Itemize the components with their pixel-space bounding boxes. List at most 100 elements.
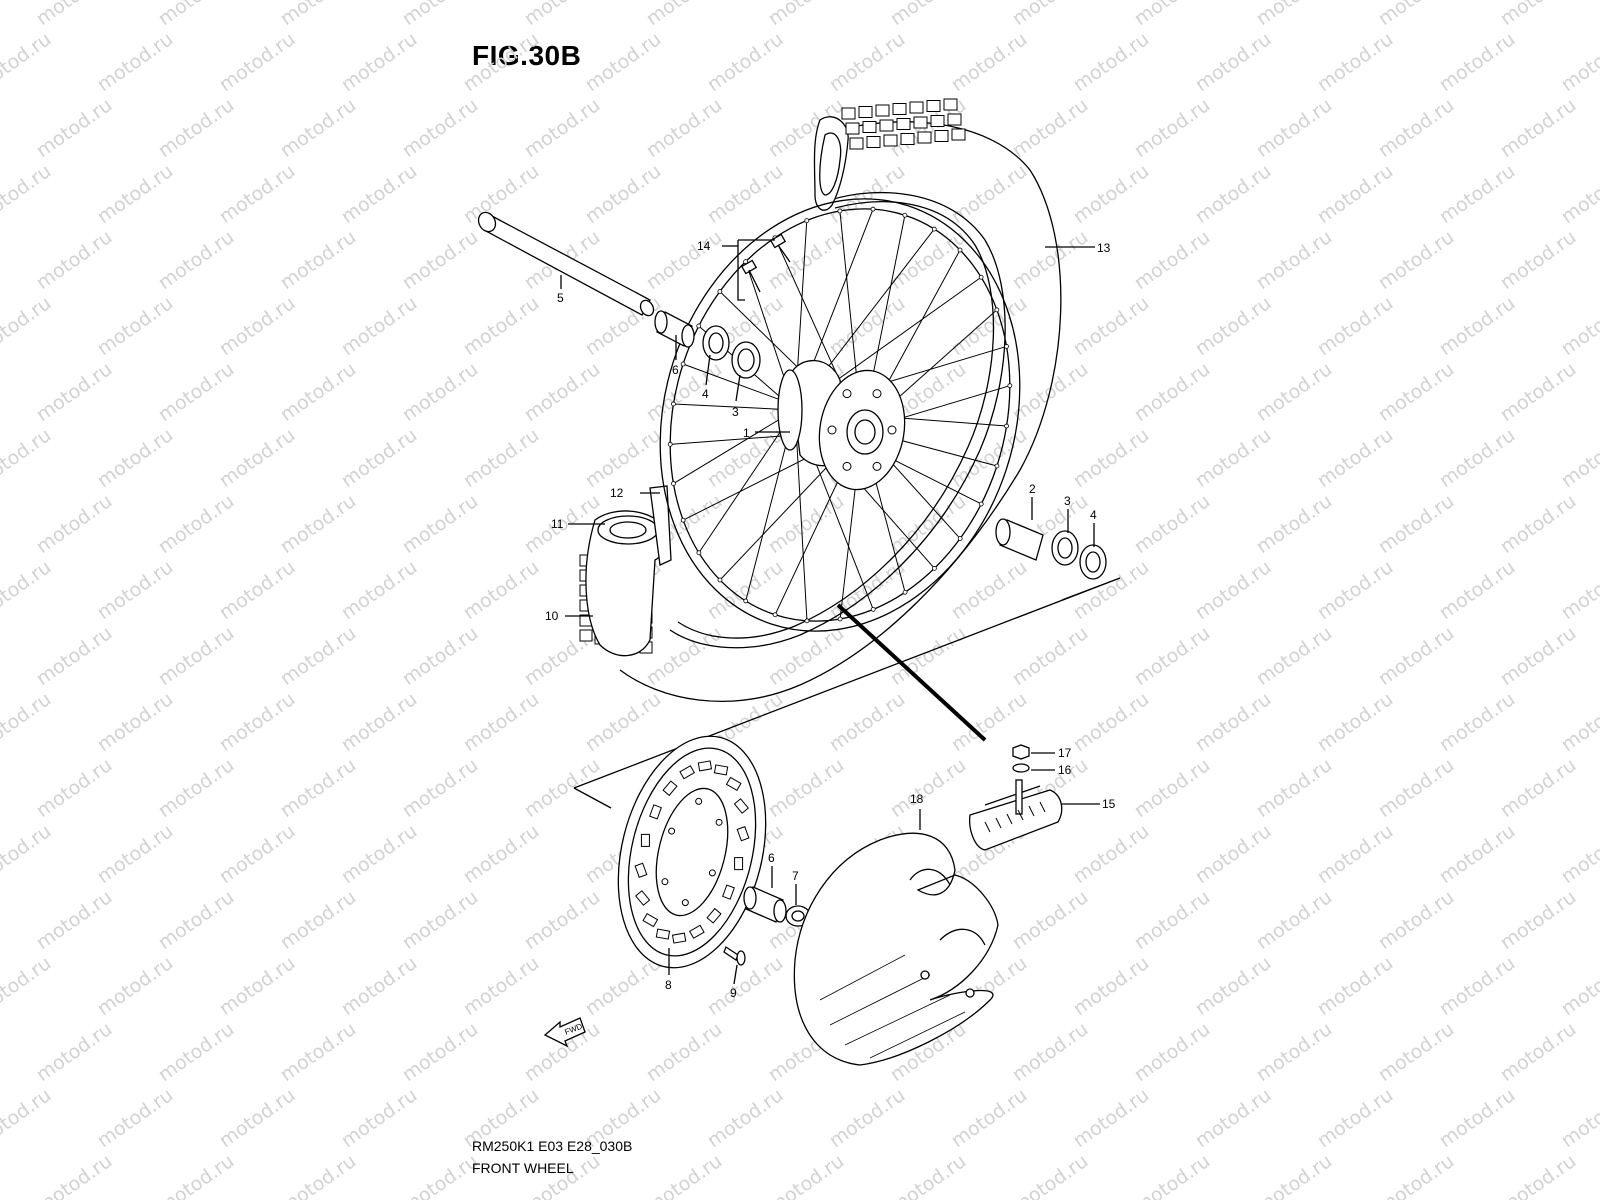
callout-3-left: 3 [732,405,739,419]
disc-slot [642,912,659,928]
watermark-text: motod.ru [398,886,482,954]
tyre-section [585,510,666,657]
watermark-text: motod.ru [825,556,909,624]
spoke-nipple [1007,383,1013,389]
tread-block [900,133,915,145]
watermark-text: motod.ru [825,28,909,96]
watermark-text: motod.ru [703,952,787,1020]
watermark-text: motod.ru [1435,952,1519,1020]
watermark-text: motod.ru [825,1084,909,1152]
watermark-text: motod.ru [1374,0,1458,30]
callout-12: 12 [610,486,624,500]
watermark-text: motod.ru [215,820,299,888]
watermark-text: motod.ru [1130,1018,1214,1086]
watermark-text: motod.ru [1191,952,1275,1020]
spoke-nipple [671,401,676,407]
disc-bolt-hole [661,878,669,886]
watermark-text: motod.ru [1130,622,1214,690]
watermark-text: motod.ru [1496,490,1580,558]
spoke-nipple [680,361,686,367]
watermark-text: motod.ru [520,0,604,30]
callout-7: 7 [792,869,799,883]
oil-seal-right [1079,544,1107,580]
watermark-text: motod.ru [947,28,1031,96]
watermark-text: motod.ru [93,292,177,360]
watermark-text: motod.ru [0,292,55,360]
watermark-text: motod.ru [32,0,116,30]
watermark-text: motod.ru [215,556,299,624]
spoke-nipple [804,218,810,224]
watermark-text: motod.ru [1252,0,1336,30]
callout-10: 10 [545,609,559,623]
spoke [673,409,796,484]
watermark-text: motod.ru [581,160,665,228]
watermark-text: motod.ru [947,292,1031,360]
watermark-text: motod.ru [1069,820,1153,888]
collar-left [654,310,695,348]
callout-8: 8 [665,978,672,992]
watermark-text: motod.ru [1069,160,1153,228]
spoke-nipple [932,565,937,571]
watermark-text: motod.ru [642,1018,726,1086]
watermark-text: motod.ru [215,424,299,492]
watermark-text: motod.ru [1130,226,1214,294]
watermark-text: motod.ru [764,754,848,822]
watermark-text: motod.ru [32,490,116,558]
watermark-text: motod.ru [276,754,360,822]
watermark-text: motod.ru [32,358,116,426]
tread-block [879,119,894,132]
callout-1: 1 [743,426,750,440]
disc-slot [655,928,671,940]
diagram-caption: FRONT WHEEL [472,1160,574,1176]
watermark-text: motod.ru [642,622,726,690]
spoke-nipple [1004,423,1009,429]
tread-top [841,98,966,150]
bearing-left [731,341,761,379]
tread-block [934,130,949,142]
disc-bolt [723,946,746,966]
watermark-text: motod.ru [93,424,177,492]
watermark-text: motod.ru [1313,160,1397,228]
watermark-text: motod.ru [1069,952,1153,1020]
watermark-text: motod.ru [1496,358,1580,426]
watermark-text: motod.ru [703,1084,787,1152]
watermark-text: motod.ru [1191,1084,1275,1152]
disc-slot [725,776,742,792]
watermark-text: motod.ru [1008,1018,1092,1086]
watermark-text: motod.ru [1557,952,1600,1020]
watermark-text: motod.ru [1069,424,1153,492]
watermark-text: motod.ru [1252,1150,1336,1200]
watermark-text: motod.ru [642,358,726,426]
watermark-text: motod.ru [1008,226,1092,294]
hub-bolt-hole [842,389,852,399]
disc-bolt-hole [708,869,716,877]
watermark-text: motod.ru [276,622,360,690]
watermark-text: motod.ru [1435,1084,1519,1152]
watermark-text: motod.ru [1435,292,1519,360]
callout-6-left: 6 [672,363,679,377]
watermark-text: motod.ru [1374,886,1458,954]
callout-3-right: 3 [1064,494,1071,508]
spacer-right [995,518,1044,561]
watermark-text: motod.ru [0,952,55,1020]
callout-15: 15 [1102,797,1116,811]
callout-6-right: 6 [768,851,775,865]
watermark-text: motod.ru [1252,226,1336,294]
watermark-text: motod.ru [1557,1084,1600,1152]
callout-13: 13 [1097,241,1111,255]
watermark-text: motod.ru [337,424,421,492]
spoke-nipple [696,550,702,556]
spoke-nipple [717,289,723,294]
hub [777,359,906,491]
watermark-text: motod.ru [1130,1150,1214,1200]
disc-slot [734,857,744,871]
valve-nut [1012,744,1030,760]
watermark-text: motod.ru [337,820,421,888]
watermark-text: motod.ru [1008,622,1092,690]
watermark-text: motod.ru [825,688,909,756]
watermark-text: motod.ru [398,490,482,558]
watermark-text: motod.ru [1374,358,1458,426]
disc-slot [662,780,678,797]
spoke-nipple [957,536,963,541]
rim-lock-rib [1006,813,1013,825]
